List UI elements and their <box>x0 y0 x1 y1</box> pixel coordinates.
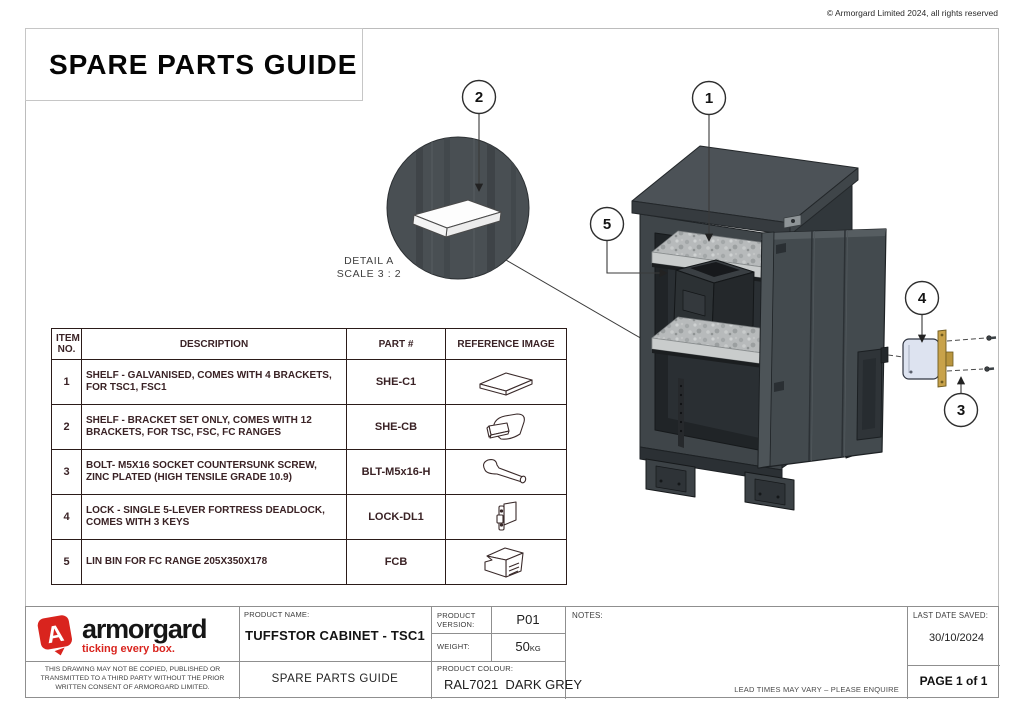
version-value: P01 <box>516 612 540 627</box>
detail-shelf-bracket <box>412 199 502 238</box>
item-description: LOCK - SINGLE 5-LEVER FORTRESS DEADLOCK,… <box>81 494 347 540</box>
item-part-number: BLT-M5x16-H <box>346 449 446 495</box>
page-indicator: PAGE 1 of 1 <box>919 674 988 688</box>
brand-tagline: ticking every box. <box>82 642 175 655</box>
last-saved-label: LAST DATE SAVED: <box>913 611 989 620</box>
weight-label: WEIGHT: <box>437 642 470 651</box>
detail-a-view: DETAIL A SCALE 3 : 2 <box>337 136 657 348</box>
last-saved-date: 30/10/2024 <box>928 632 985 644</box>
item-part-number: FCB <box>346 539 446 585</box>
balloon-5: 5 <box>589 206 625 242</box>
svg-text:4: 4 <box>918 290 927 307</box>
item-part-number: LOCK-DL1 <box>346 494 446 540</box>
product-name-cell: PRODUCT NAME: TUFFSTOR CABINET - TSC1 <box>239 607 431 661</box>
parts-table: ITEM NO. DESCRIPTION PART # REFERENCE IM… <box>51 328 567 585</box>
sheet-title-box: SPARE PARTS GUIDE <box>25 28 363 101</box>
balloon-3: 3 <box>943 392 979 428</box>
table-row: 5 LIN BIN FOR FC RANGE 205X350X178 FCB <box>51 539 567 585</box>
document-type: SPARE PARTS GUIDE <box>271 673 399 685</box>
ref-shelf-icon <box>479 372 533 396</box>
balloon-4: 4 <box>904 280 940 316</box>
lock-screw-bottom <box>984 366 995 372</box>
page-title: SPARE PARTS GUIDE <box>49 48 358 80</box>
copyright-text: © Armorgard Limited 2024, all rights res… <box>826 8 998 18</box>
last-saved-cell: LAST DATE SAVED: 30/10/2024 <box>907 607 1000 665</box>
svg-text:2: 2 <box>475 89 483 106</box>
col-header-description: DESCRIPTION <box>81 328 347 360</box>
product-colour-cell: PRODUCT COLOUR: RAL7021 DARK GREY <box>431 661 583 699</box>
brand-name: armorgard <box>82 613 207 644</box>
product-name-label: PRODUCT NAME: <box>244 610 310 619</box>
item-description: LIN BIN FOR FC RANGE 205X350X178 <box>81 539 347 585</box>
col-header-item-no: ITEM NO. <box>51 328 82 360</box>
armorgard-logo-icon: A <box>37 615 72 656</box>
item-description: SHELF - BRACKET SET ONLY, COMES WITH 12 … <box>81 404 347 450</box>
weight-value: 50KG <box>515 639 541 654</box>
item-no: 5 <box>51 539 82 585</box>
balloon-1: 1 <box>691 80 727 116</box>
balloon-2: 2 <box>461 79 497 115</box>
item-no: 4 <box>51 494 82 540</box>
ref-shelf-bracket-icon <box>486 413 525 440</box>
item-no: 3 <box>51 449 82 495</box>
notes-label: NOTES: <box>572 611 603 620</box>
skid-foot-left <box>645 458 696 498</box>
svg-text:3: 3 <box>957 402 965 419</box>
ref-lin-bin-icon <box>484 547 524 578</box>
ref-lock-icon <box>496 501 517 531</box>
colour-value: RAL7021 DARK GREY <box>444 677 583 692</box>
lock-screw-top <box>986 335 997 341</box>
lin-bin <box>673 259 755 337</box>
parts-table-header-row: ITEM NO. DESCRIPTION PART # REFERENCE IM… <box>51 328 567 360</box>
colour-label: PRODUCT COLOUR: <box>437 664 514 673</box>
svg-text:A: A <box>45 621 66 650</box>
item-no: 2 <box>51 404 82 450</box>
cabinet-door-open <box>757 228 889 469</box>
item-no: 1 <box>51 359 82 405</box>
table-row: 4 LOCK - SINGLE 5-LEVER FORTRESS DEADLOC… <box>51 494 567 540</box>
detail-a-scale: SCALE 3 : 2 <box>337 268 401 280</box>
skid-foot-right <box>744 471 795 511</box>
cabinet <box>631 145 889 511</box>
svg-text:5: 5 <box>603 216 611 233</box>
notes-cell: NOTES: LEAD TIMES MAY VARY – PLEASE ENQU… <box>565 607 907 699</box>
col-header-reference-image: REFERENCE IMAGE <box>445 328 567 360</box>
cabinet-top <box>631 145 859 236</box>
lead-times-note: LEAD TIMES MAY VARY – PLEASE ENQUIRE <box>734 685 899 694</box>
svg-text:1: 1 <box>705 90 713 107</box>
item-part-number: SHE-C1 <box>346 359 446 405</box>
item-description: BOLT- M5X16 SOCKET COUNTERSUNK SCREW, ZI… <box>81 449 347 495</box>
version-label: PRODUCT VERSION: <box>437 611 476 629</box>
table-row: 1 SHELF - GALVANISED, COMES WITH 4 BRACK… <box>51 359 567 405</box>
product-name-value: TUFFSTOR CABINET - TSC1 <box>245 628 425 643</box>
detail-a-label: DETAIL A <box>344 255 394 267</box>
table-row: 3 BOLT- M5X16 SOCKET COUNTERSUNK SCREW, … <box>51 449 567 495</box>
item-part-number: SHE-CB <box>346 404 446 450</box>
table-row: 2 SHELF - BRACKET SET ONLY, COMES WITH 1… <box>51 404 567 450</box>
title-block: A armorgard ticking every box. THIS DRAW… <box>25 606 1000 699</box>
legal-notice: THIS DRAWING MAY NOT BE COPIED, PUBLISHE… <box>40 666 225 691</box>
logo-cell: A armorgard ticking every box. <box>26 607 239 661</box>
col-header-part: PART # <box>346 328 446 360</box>
deadlock-body <box>902 329 954 388</box>
lock-exploded-view <box>887 329 997 388</box>
item-description: SHELF - GALVANISED, COMES WITH 4 BRACKET… <box>81 359 347 405</box>
ref-bolt-icon <box>482 459 527 484</box>
